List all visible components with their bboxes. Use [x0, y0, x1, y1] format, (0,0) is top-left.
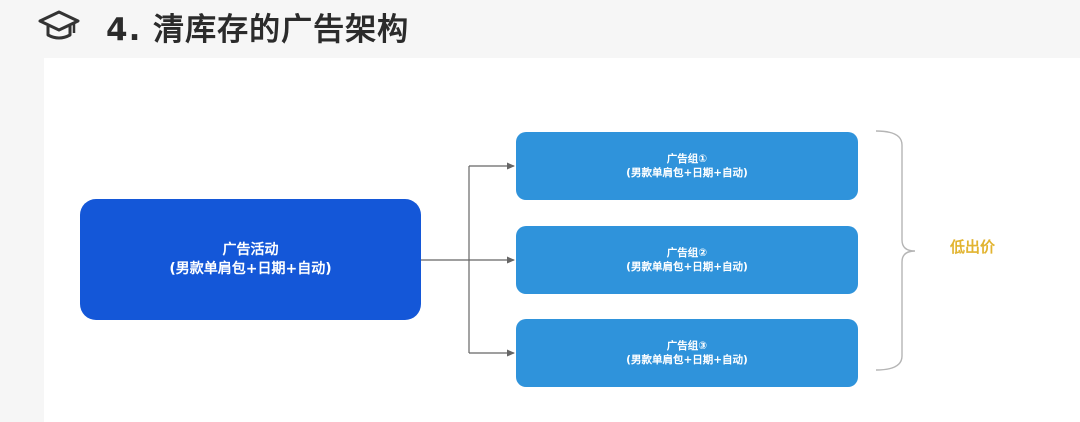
bid-strategy-label: 低出价: [950, 238, 996, 256]
ad-group-node-3: 广告组③ (男款单肩包+日期+自动): [516, 319, 858, 387]
header: 4. 清库存的广告架构: [38, 6, 410, 48]
ad-group-subtitle: (男款单肩包+日期+自动): [626, 354, 748, 366]
campaign-subtitle: (男款单肩包+日期+自动): [169, 260, 332, 277]
ad-group-title: 广告组②: [666, 246, 708, 259]
graduation-cap-icon: [38, 10, 80, 40]
ad-group-node-1: 广告组① (男款单肩包+日期+自动): [516, 132, 858, 200]
ad-group-subtitle: (男款单肩包+日期+自动): [626, 167, 748, 179]
ad-group-title: 广告组①: [666, 152, 708, 165]
campaign-title: 广告活动: [222, 241, 279, 258]
ad-group-subtitle: (男款单肩包+日期+自动): [626, 261, 748, 273]
page-title: 4. 清库存的广告架构: [106, 11, 410, 48]
ad-group-title: 广告组③: [666, 339, 708, 352]
ad-group-node-2: 广告组② (男款单肩包+日期+自动): [516, 226, 858, 294]
campaign-node: 广告活动 (男款单肩包+日期+自动): [80, 199, 421, 320]
